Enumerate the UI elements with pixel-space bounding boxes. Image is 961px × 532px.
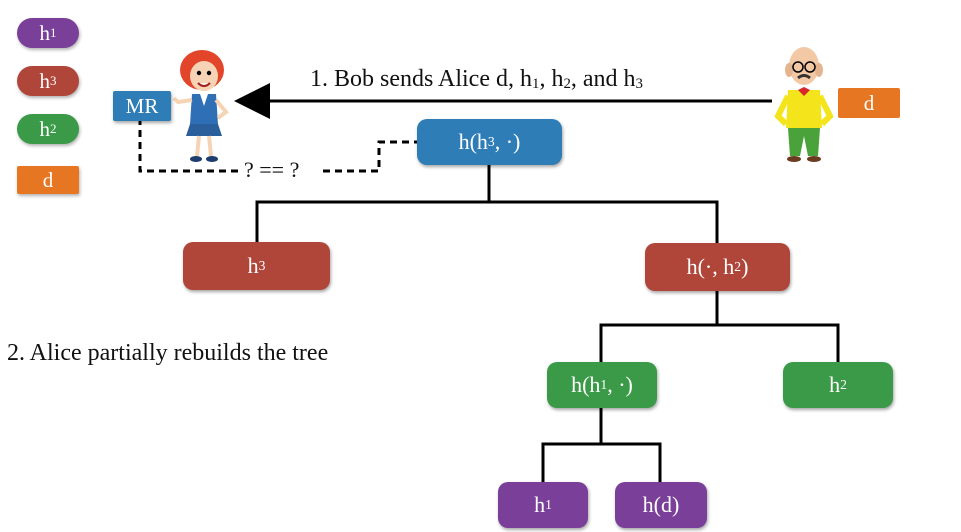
legend-item-d: d [17, 166, 79, 194]
compare-label: ? == ? [244, 157, 300, 182]
step1-label: 1. Bob sends Alice d, h1, h2, and h3 [310, 66, 643, 93]
tree-leaf-hd: h(d) [615, 482, 707, 528]
tree-edges [255, 165, 840, 482]
bob-character [774, 40, 834, 164]
step2-label: 2. Alice partially rebuilds the tree [7, 340, 329, 366]
alice-character [172, 40, 236, 164]
mr-box: MR [113, 91, 171, 121]
bob-d-box: d [838, 88, 900, 118]
alice-icon [172, 50, 229, 162]
bob-icon [774, 47, 834, 162]
compare-dashes [138, 118, 417, 173]
